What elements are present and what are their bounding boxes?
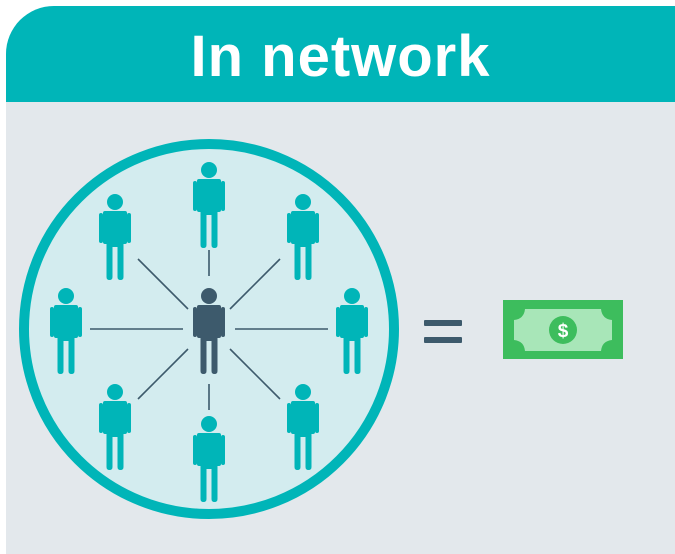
network-diagram: $ <box>19 139 623 519</box>
header-banner: In network <box>6 6 675 102</box>
currency-symbol: $ <box>558 321 569 342</box>
coin-icon <box>549 316 577 344</box>
connector-line-top-right <box>229 258 281 310</box>
in-network-card: In network <box>6 6 675 554</box>
dollar-bill-icon: $ <box>503 300 623 359</box>
connector-lines <box>90 250 328 410</box>
connector-line-top-left <box>137 258 189 310</box>
page-title: In network <box>190 23 491 89</box>
connector-line-bottom-left <box>137 348 189 400</box>
equals-icon <box>424 320 462 343</box>
connector-line-bottom-right <box>229 348 281 400</box>
